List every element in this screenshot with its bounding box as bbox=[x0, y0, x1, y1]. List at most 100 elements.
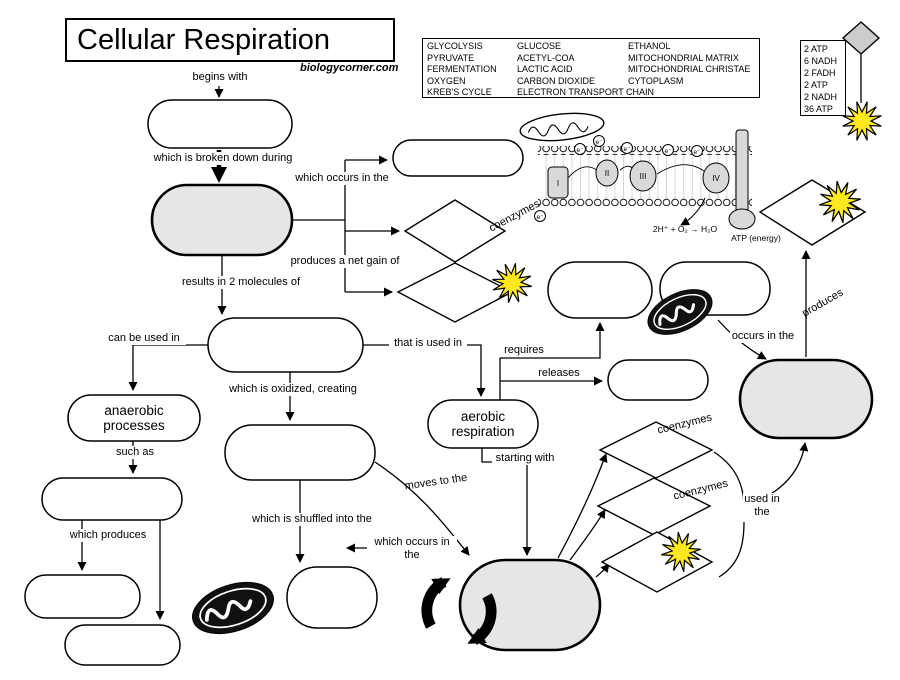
arrow bbox=[128, 344, 208, 391]
etc-illustration: I II III IV e⁻ e⁻ e⁻ e⁻ e⁻ e⁻ bbox=[519, 112, 756, 230]
word-bank-item: CARBON DIOXIDE bbox=[517, 75, 596, 86]
blank-node-requires bbox=[547, 261, 653, 319]
tally-item: 2 FADH bbox=[804, 68, 836, 78]
word-bank-item: CYTOPLASM bbox=[628, 75, 684, 86]
label-net-gain: produces a net gain of bbox=[287, 255, 403, 268]
title-text: Cellular Respiration bbox=[77, 23, 331, 56]
word-bank-item: ELECTRON TRANSPORT CHAIN bbox=[517, 87, 655, 98]
label-reaction: 2H⁺ + O₂ → H₂O bbox=[652, 224, 718, 234]
word-bank-item: MITOCHONDRIAL MATRIX bbox=[628, 52, 739, 63]
word-bank-item: KREB'S CYCLE bbox=[427, 87, 492, 98]
electron-label: e⁻ bbox=[576, 147, 584, 154]
electron-label: e⁻ bbox=[536, 214, 544, 221]
electron-label: e⁻ bbox=[693, 149, 701, 156]
blank-node-cristae bbox=[738, 358, 874, 440]
tally-diamond bbox=[841, 21, 881, 55]
tally-item: 2 ATP bbox=[804, 44, 828, 54]
word-bank-column: GLYCOLYSIS PYRUVATE FERMENTATION OXYGEN … bbox=[427, 41, 517, 97]
label-can-be-used: can be used in bbox=[102, 332, 186, 345]
word-bank: GLYCOLYSIS PYRUVATE FERMENTATION OXYGEN … bbox=[422, 38, 760, 98]
label-shuffled: which is shuffled into the bbox=[248, 513, 376, 526]
protein-complex bbox=[702, 162, 730, 194]
tally-item: 2 ATP bbox=[804, 80, 828, 90]
blank-diamond-coenzyme-1 bbox=[598, 421, 714, 479]
label-starting-with: starting with bbox=[492, 452, 558, 465]
membrane-bilayer bbox=[538, 197, 752, 206]
label-occurs-in-bottom: which occurs in the bbox=[367, 536, 457, 562]
word-bank-item: MITOCHONDRIAL CHRISTAE bbox=[628, 64, 751, 75]
label-occurs-in-right: occurs in the bbox=[730, 330, 796, 343]
complex-label: I bbox=[557, 179, 559, 188]
atp-tally: 2 ATP 6 NADH 2 FADH 2 ATP 2 NADH 36 ATP bbox=[800, 40, 846, 116]
electron-path bbox=[656, 164, 705, 175]
anaerobic-processes-node bbox=[67, 394, 201, 442]
mitochondrion-sketch-icon bbox=[519, 112, 605, 142]
word-bank-item: LACTIC ACID bbox=[517, 64, 573, 75]
blank-node-oxidized bbox=[224, 424, 376, 481]
arrow-requires bbox=[500, 322, 605, 359]
electron-icon bbox=[621, 142, 633, 154]
word-bank-item: GLUCOSE bbox=[517, 41, 562, 51]
label-which-produces: which produces bbox=[64, 529, 152, 542]
arrow-used-in bbox=[763, 442, 809, 499]
label-occurs-in-top: which occurs in the bbox=[290, 172, 394, 185]
tally-item: 36 ATP bbox=[804, 104, 833, 114]
word-bank-item: ACETYL-COA bbox=[517, 52, 575, 63]
arrow-coenzyme bbox=[569, 509, 606, 561]
protein-complex bbox=[629, 160, 657, 192]
brace-curve bbox=[718, 521, 745, 578]
page-title: Cellular Respiration bbox=[65, 18, 395, 62]
arrow-coenzyme bbox=[595, 563, 610, 578]
label-results-in: results in 2 molecules of bbox=[178, 276, 304, 289]
membrane-bilayer bbox=[538, 146, 752, 155]
arrow-coenzyme bbox=[557, 453, 608, 559]
atp-synthase-head bbox=[728, 208, 756, 230]
blank-node-releases bbox=[607, 359, 709, 401]
arrow bbox=[363, 344, 486, 397]
label-atp-energy: ATP (energy) bbox=[731, 233, 781, 243]
blank-node-product-2 bbox=[64, 624, 181, 666]
arrow-moves-to bbox=[374, 461, 470, 556]
atp-synthase bbox=[735, 129, 749, 215]
blank-node-location-top bbox=[392, 139, 524, 177]
blank-node-shuffled bbox=[286, 566, 378, 629]
electron-icon bbox=[574, 143, 586, 155]
arrow bbox=[680, 197, 706, 226]
blank-diamond-net-gain-2 bbox=[396, 262, 514, 323]
blank-node-product-1 bbox=[24, 574, 141, 619]
tally-item: 6 NADH bbox=[804, 56, 838, 66]
label-broken-down: which is broken down during bbox=[146, 152, 300, 165]
blank-diamond-net-gain-1 bbox=[403, 199, 507, 263]
word-bank-item: PYRUVATE bbox=[427, 52, 475, 63]
word-bank-column: ETHANOL MITOCHONDRIAL MATRIX MITOCHONDRI… bbox=[628, 41, 758, 97]
blank-node-process bbox=[150, 183, 294, 257]
arrow-occurs-in bbox=[717, 319, 767, 360]
electron-icon bbox=[534, 210, 546, 222]
credit-text: biologycorner.com bbox=[300, 62, 399, 74]
electron-label: e⁻ bbox=[623, 146, 631, 153]
complex-label: IV bbox=[712, 174, 720, 183]
blank-node-begins-with bbox=[147, 99, 293, 149]
protein-complex bbox=[547, 166, 569, 199]
label-releases: releases bbox=[535, 367, 583, 380]
label-such-as: such as bbox=[109, 446, 161, 459]
complex-label: II bbox=[605, 169, 609, 178]
electron-label: e⁻ bbox=[595, 139, 603, 146]
anaerobic-processes-label: anaerobic processes bbox=[103, 403, 165, 433]
label-begins-with: begins with bbox=[182, 71, 258, 84]
complex-label: III bbox=[640, 172, 647, 181]
tally-item: 2 NADH bbox=[804, 92, 838, 102]
blank-node-molecules bbox=[207, 317, 364, 373]
label-used-in: used in the bbox=[743, 493, 781, 519]
blank-node-krebs bbox=[458, 558, 602, 652]
brace-curve bbox=[713, 451, 745, 504]
aerobic-respiration-label: aerobic respiration bbox=[451, 409, 515, 439]
protein-complex bbox=[595, 159, 619, 187]
electron-label: e⁻ bbox=[664, 148, 672, 155]
mitochondrion-icon bbox=[184, 571, 282, 645]
word-bank-item: GLYCOLYSIS bbox=[427, 41, 483, 51]
label-that-is-used: that is used in bbox=[389, 337, 467, 350]
blank-node-such-as bbox=[41, 477, 183, 521]
